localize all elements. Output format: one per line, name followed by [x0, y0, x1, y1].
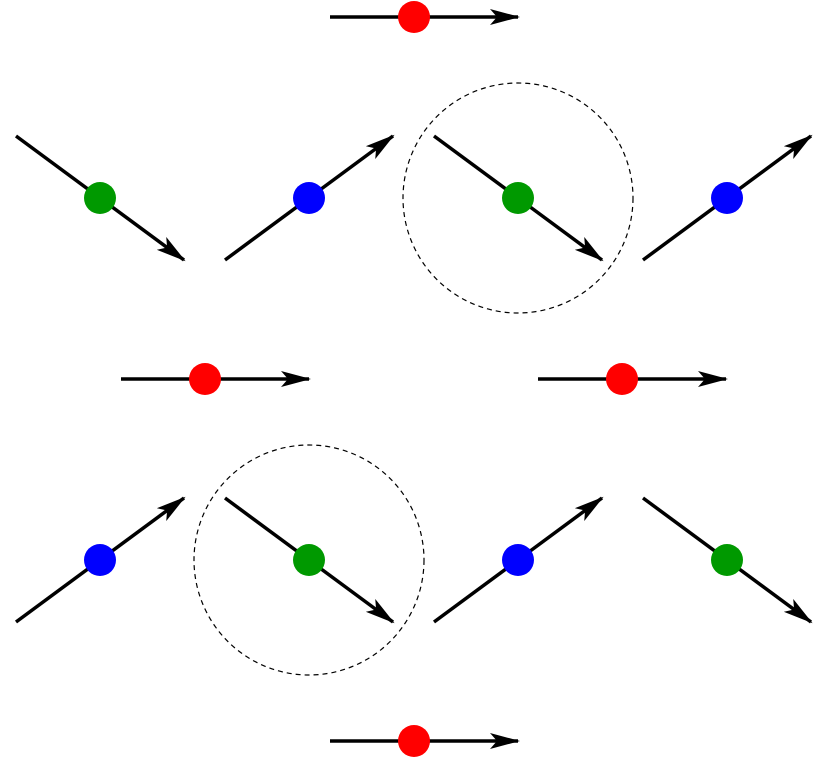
spin-r2-c4 [641, 496, 813, 624]
red-site-dot [398, 725, 430, 757]
spin-r2-c2 [223, 496, 395, 624]
red-site-dot [398, 1, 430, 33]
spin-mid-left [121, 363, 311, 395]
blue-site-dot [711, 182, 743, 214]
spin-r1-c4 [641, 134, 813, 262]
green-site-dot [711, 544, 743, 576]
spin-r1-c2 [223, 134, 395, 262]
spin-r2-c3 [432, 496, 604, 624]
dashed-highlight-circle [402, 82, 634, 314]
spin-top [330, 1, 520, 33]
green-site-dot [502, 182, 534, 214]
spin-r2-c1 [14, 496, 186, 624]
spin-mid-right [538, 363, 728, 395]
red-site-dot [189, 363, 221, 395]
spins-layer [14, 1, 813, 757]
blue-site-dot [84, 544, 116, 576]
green-site-dot [293, 544, 325, 576]
blue-site-dot [502, 544, 534, 576]
spin-bottom [330, 725, 520, 757]
red-site-dot [606, 363, 638, 395]
highlight-circles [193, 82, 634, 676]
blue-site-dot [293, 182, 325, 214]
dashed-highlight-circle [193, 444, 425, 676]
green-site-dot [84, 182, 116, 214]
spin-r1-c3 [432, 134, 604, 262]
spin-r1-c1 [14, 134, 186, 262]
